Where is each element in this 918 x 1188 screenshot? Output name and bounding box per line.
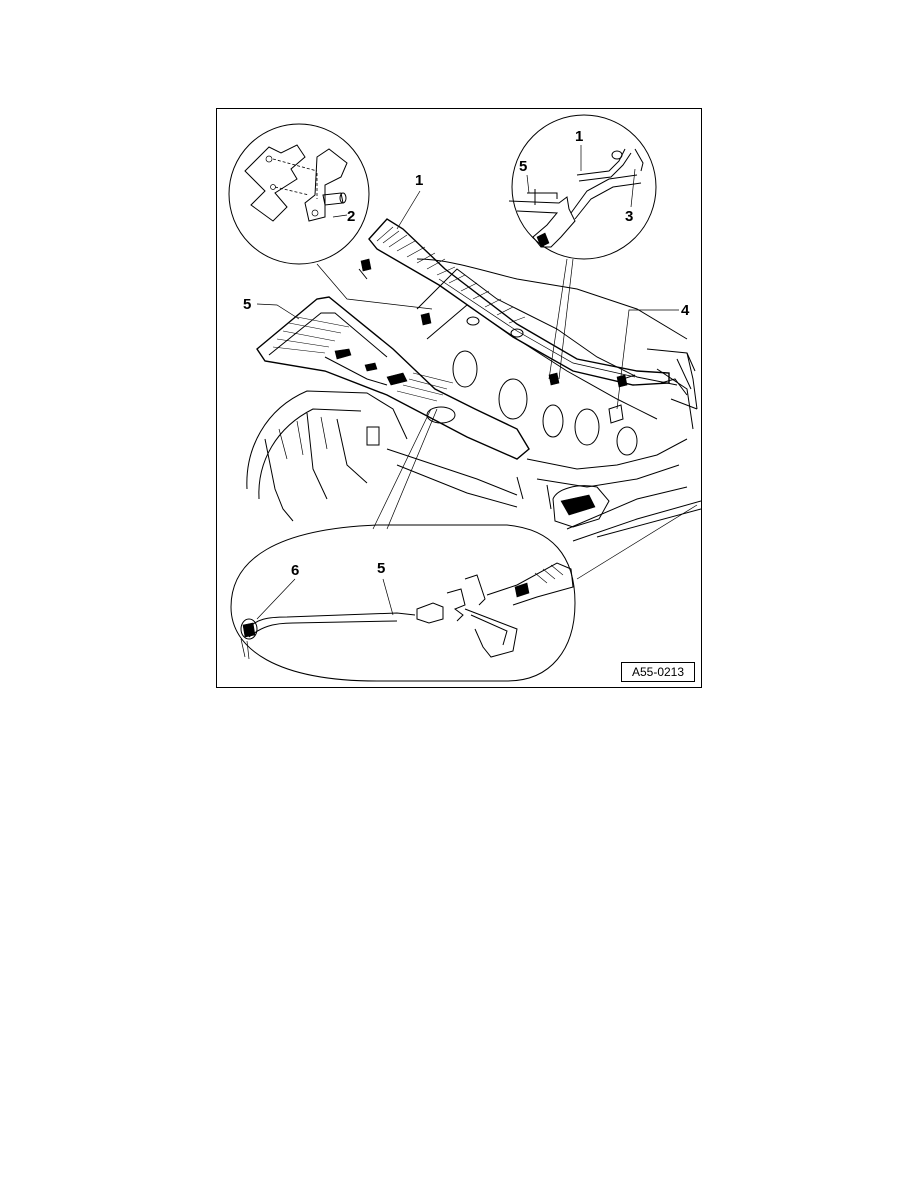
callout-6: 6 [291,562,299,579]
diagram-drawing: 2 1 5 3 [228,114,701,682]
callout-3: 3 [625,208,633,225]
exploded-assembly-diagram: 2 1 5 3 [216,108,702,688]
callout-1: 1 [415,172,423,189]
detail-ellipse-bottom [230,524,576,682]
detail-circle-top-right [508,114,657,260]
callout-2: 2 [347,208,355,225]
figure-reference-code: A55-0213 [621,662,695,682]
callout-5: 5 [243,296,251,313]
callout-4: 4 [681,302,690,319]
callout-1-detail: 1 [575,128,583,145]
callout-5-detail: 5 [519,158,527,175]
callout-5-bottom: 5 [377,560,385,577]
vehicle-body-illustration [246,218,701,542]
detail-circle-top-left [228,123,370,265]
